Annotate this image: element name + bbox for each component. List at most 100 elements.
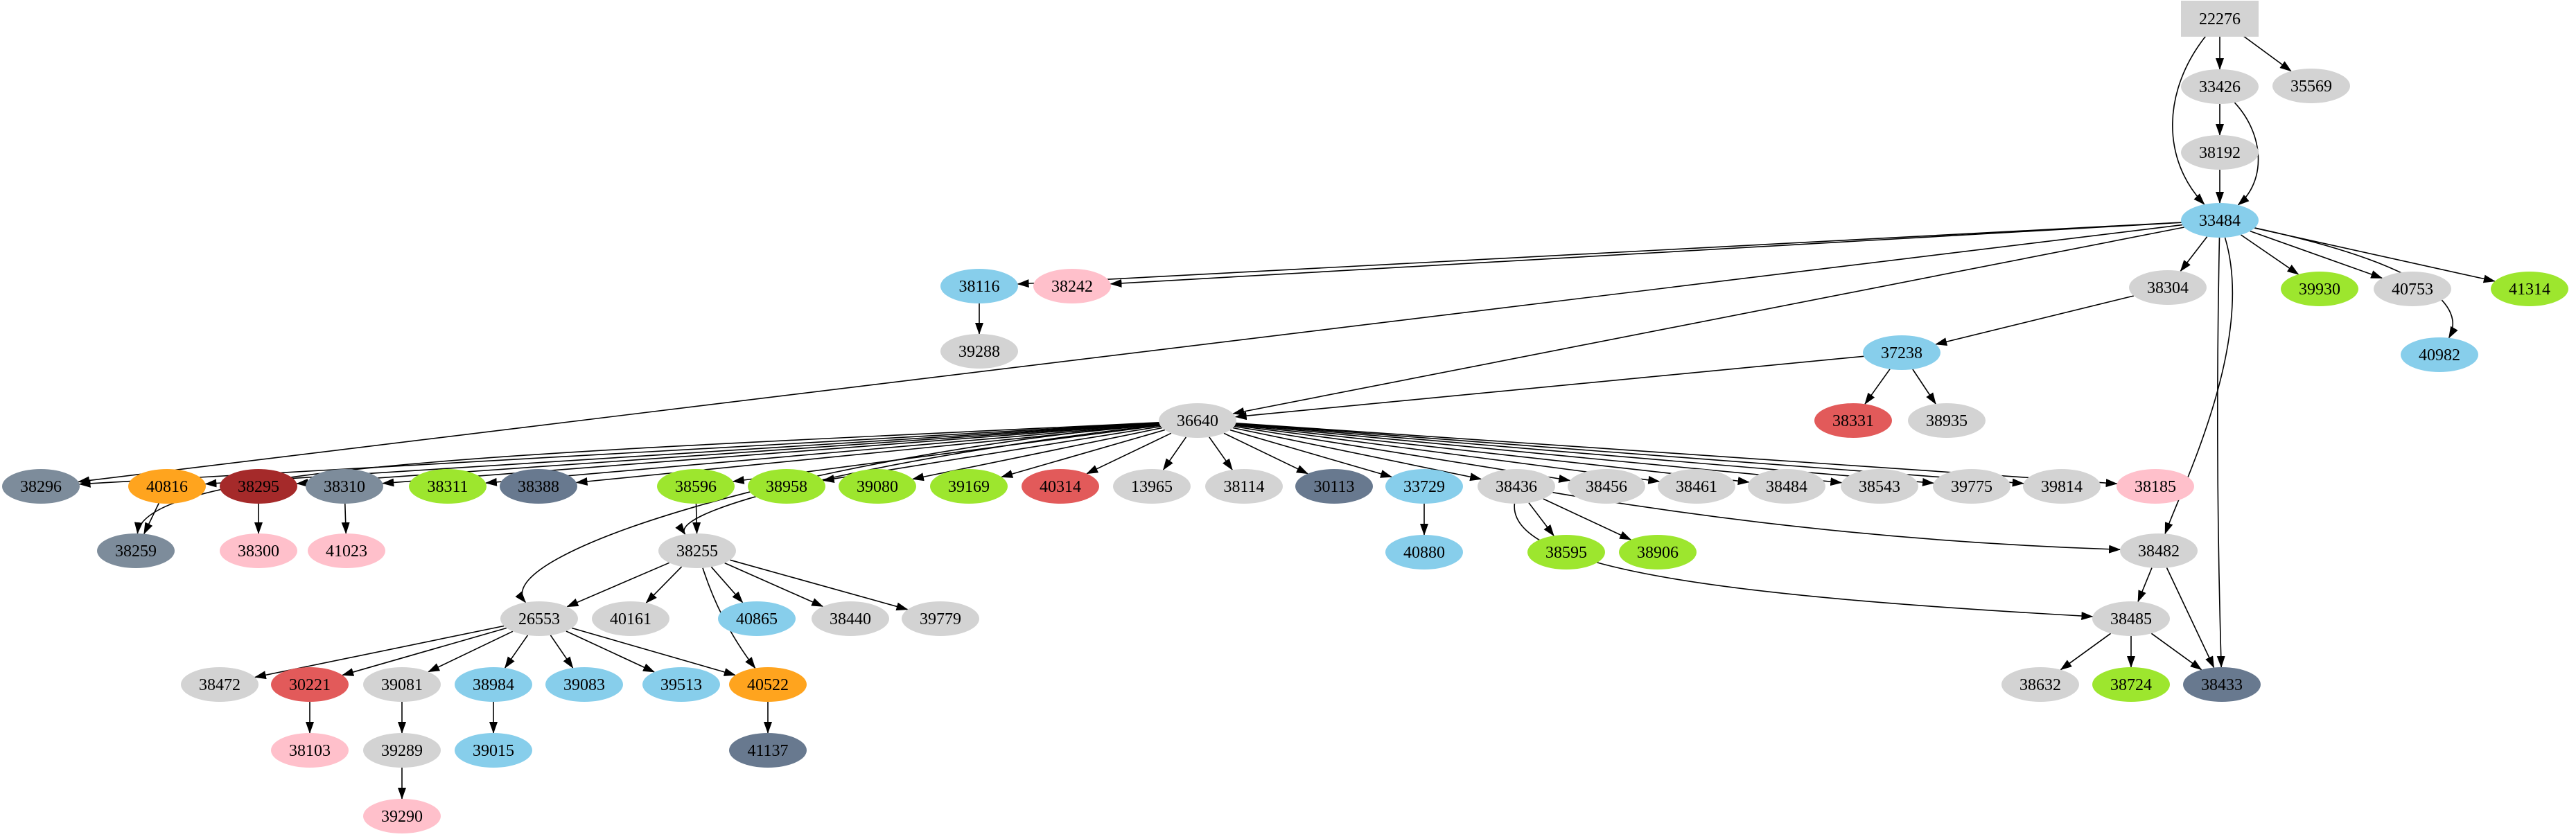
- node-39289: 39289: [363, 733, 441, 768]
- node-ellipse-shape: [1658, 469, 1735, 504]
- edge-26553-39513: [566, 630, 656, 673]
- node-ellipse-shape: [308, 533, 385, 568]
- node-38331: 38331: [1814, 403, 1892, 438]
- edge-36640-13965: [1162, 436, 1187, 470]
- node-38311: 38311: [409, 469, 487, 504]
- node-33426: 33426: [2181, 69, 2259, 104]
- node-ellipse-shape: [1527, 535, 1605, 569]
- edge-38304-37238: [1935, 295, 2135, 346]
- edge-38436-38482: [1552, 492, 2121, 554]
- edge-26553-30221: [342, 627, 507, 676]
- node-ellipse-shape: [2181, 203, 2259, 238]
- node-ellipse-shape: [363, 799, 441, 833]
- node-39080: 39080: [839, 469, 916, 504]
- edge-40816-38259: [143, 503, 159, 535]
- node-ellipse-shape: [902, 601, 979, 636]
- edge-36640-38310: [382, 423, 1159, 487]
- edge-33484-38116: [1017, 222, 2182, 288]
- node-38436: 38436: [1478, 469, 1555, 504]
- node-35569: 35569: [2272, 69, 2350, 103]
- node-ellipse-shape: [2092, 667, 2170, 702]
- node-41023: 41023: [308, 533, 385, 568]
- node-ellipse-shape: [2092, 601, 2170, 636]
- node-ellipse-shape: [592, 601, 669, 636]
- node-38984: 38984: [455, 667, 532, 702]
- node-13965: 13965: [1113, 469, 1191, 504]
- node-ellipse-shape: [271, 733, 349, 768]
- node-30221: 30221: [271, 667, 349, 702]
- edge-38596-38255: [692, 503, 701, 534]
- node-38461: 38461: [1658, 469, 1735, 504]
- edge-38436-38595: [1528, 502, 1554, 537]
- node-38482: 38482: [2120, 533, 2198, 568]
- node-22276: 22276: [2181, 1, 2259, 37]
- node-ellipse-shape: [729, 667, 807, 702]
- node-ellipse-shape: [1022, 469, 1099, 504]
- node-38595: 38595: [1527, 535, 1605, 569]
- node-39930: 39930: [2281, 272, 2358, 306]
- edge-37238-36640: [1234, 355, 1864, 421]
- node-39290: 39290: [363, 799, 441, 833]
- node-38632: 38632: [2001, 667, 2079, 702]
- node-ellipse-shape: [220, 469, 297, 504]
- node-ellipse-shape: [718, 601, 796, 636]
- node-ellipse-shape: [363, 667, 441, 702]
- edge-26553-39081: [428, 630, 514, 673]
- node-40865: 40865: [718, 601, 796, 636]
- node-33729: 33729: [1385, 469, 1463, 504]
- edge-36640-33729: [1229, 429, 1393, 478]
- node-38935: 38935: [1908, 403, 1986, 438]
- edge-36640-39775: [1235, 423, 1934, 486]
- edge-22276-33484: [2172, 34, 2207, 205]
- node-ellipse-shape: [128, 469, 206, 504]
- node-26553: 26553: [500, 601, 578, 636]
- node-ellipse-shape: [657, 469, 735, 504]
- edge-22276-35569: [2239, 33, 2292, 72]
- node-ellipse-shape: [642, 667, 720, 702]
- edge-36640-38259: [134, 422, 1159, 534]
- node-ellipse-shape: [2183, 667, 2261, 702]
- node-41314: 41314: [2491, 272, 2568, 306]
- edge-33426-33484: [2234, 102, 2259, 206]
- edge-33484-39930: [2241, 234, 2299, 275]
- node-ellipse-shape: [2023, 469, 2101, 504]
- node-ellipse-shape: [1814, 403, 1892, 438]
- node-ellipse-shape: [1205, 469, 1283, 504]
- node-ellipse-shape: [271, 667, 349, 702]
- node-ellipse-shape: [2272, 69, 2350, 103]
- node-ellipse-shape: [363, 733, 441, 768]
- node-39513: 39513: [642, 667, 720, 702]
- node-ellipse-shape: [1159, 403, 1236, 438]
- node-41137: 41137: [729, 733, 807, 768]
- node-38472: 38472: [181, 667, 259, 702]
- node-40522: 40522: [729, 667, 807, 702]
- node-ellipse-shape: [1619, 535, 1697, 569]
- node-ellipse-shape: [409, 469, 487, 504]
- node-ellipse-shape: [455, 733, 532, 768]
- node-38958: 38958: [748, 469, 825, 504]
- edge-38310-41023: [341, 503, 350, 534]
- node-ellipse-shape: [2129, 270, 2207, 305]
- node-38103: 38103: [271, 733, 349, 768]
- edge-36640-40314: [1086, 432, 1172, 475]
- node-40314: 40314: [1022, 469, 1099, 504]
- edge-33484-38482: [2164, 237, 2234, 535]
- node-ellipse-shape: [97, 533, 175, 568]
- node-ellipse-shape: [545, 667, 623, 702]
- node-38485: 38485: [2092, 601, 2170, 636]
- node-38300: 38300: [220, 533, 297, 568]
- node-ellipse-shape: [500, 601, 578, 636]
- node-ellipse-shape: [2401, 337, 2478, 372]
- node-40161: 40161: [592, 601, 669, 636]
- edge-38255-40865: [710, 566, 744, 603]
- node-38433: 38433: [2183, 667, 2261, 702]
- node-ellipse-shape: [2281, 272, 2358, 306]
- node-30113: 30113: [1295, 469, 1373, 504]
- node-38456: 38456: [1568, 469, 1645, 504]
- edge-33484-38304: [2180, 236, 2208, 272]
- node-ellipse-shape: [940, 334, 1018, 369]
- node-38388: 38388: [500, 469, 577, 504]
- node-ellipse-shape: [1385, 469, 1463, 504]
